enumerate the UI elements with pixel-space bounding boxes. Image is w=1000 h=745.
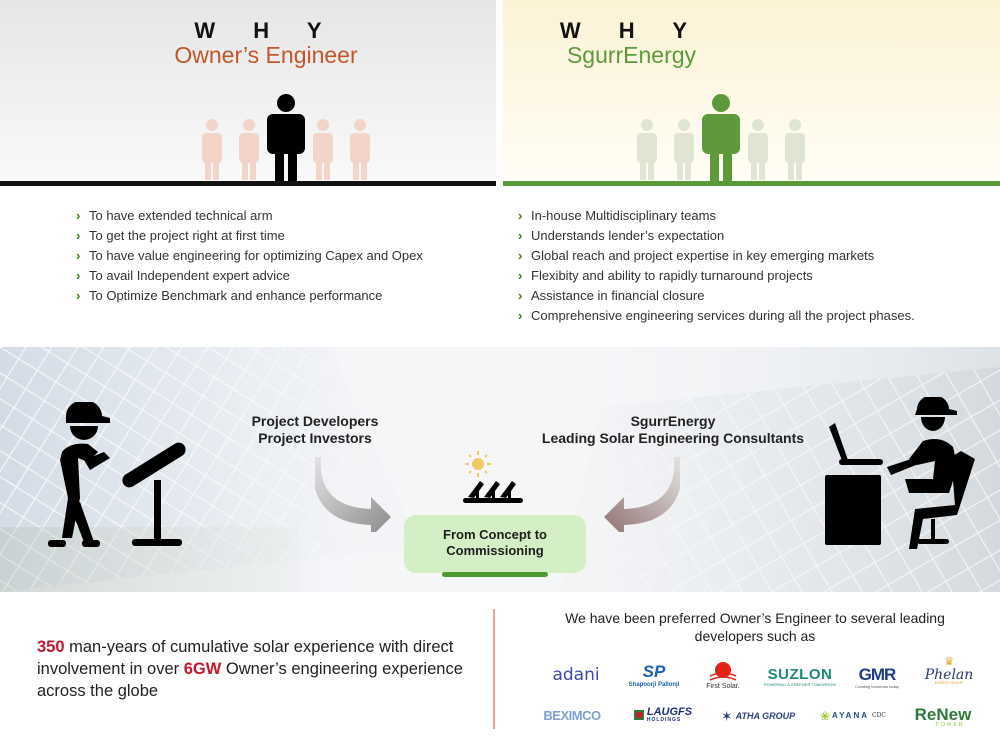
person-icon: [350, 119, 370, 180]
people-group-icon: [637, 94, 805, 182]
person-icon: [637, 119, 657, 180]
chevron-right-icon: ›: [76, 268, 81, 283]
person-icon: [785, 119, 805, 180]
highlighted-person-icon: [267, 94, 305, 182]
chevron-right-icon: ›: [518, 288, 523, 303]
sun-icon: [465, 451, 491, 477]
sgurrenergy-label: SgurrEnergy Leading Solar Engineering Co…: [541, 413, 805, 446]
man-years-value: 350: [37, 638, 65, 656]
divider-line: [0, 181, 496, 186]
owners-engineer-title: Owner’s Engineer: [174, 42, 358, 68]
chevron-right-icon: ›: [518, 308, 523, 323]
atha-group-logo: ✶ ATHA GROUP: [720, 708, 796, 724]
renew-power-logo: ReNew POWER: [914, 705, 972, 728]
first-solar-sun-icon: [709, 661, 737, 681]
phelan-logo: ♛ Phelan ENERGY GROUP: [924, 655, 974, 685]
vertical-divider: [493, 609, 495, 729]
list-item: ›To Optimize Benchmark and enhance perfo…: [76, 286, 423, 306]
solar-panel-array-icon: [463, 481, 523, 503]
list-item: ›Flexibity and ability to rapidly turnar…: [518, 266, 915, 286]
ayana-logo: ❀ AYANA CDC: [819, 709, 887, 723]
owners-engineer-reasons-list: ›To have extended technical arm ›To get …: [76, 206, 423, 306]
solar-workflow-band: Project Developers Project Investors Sgu…: [0, 347, 1000, 592]
beximco-logo: BEXIMCO: [543, 707, 601, 723]
person-icon: [674, 119, 694, 180]
list-item: ›Global reach and project expertise in k…: [518, 246, 915, 266]
developers-label: Project Developers Project Investors: [251, 413, 379, 446]
ayana-leaf-icon: ❀: [819, 709, 831, 723]
chevron-right-icon: ›: [76, 208, 81, 223]
list-item: ›Assistance in financial closure: [518, 286, 915, 306]
list-item: ›Understands lender’s expectation: [518, 226, 915, 246]
atha-star-icon: ✶: [720, 708, 733, 724]
first-solar-logo: First Solar.: [700, 656, 746, 694]
sgurrenergy-reasons-list: ›In-house Multidisciplinary teams ›Under…: [518, 206, 915, 326]
list-item: ›To avail Independent expert advice: [76, 266, 423, 286]
curved-arrow-left-icon: [604, 457, 680, 532]
suzlon-logo: SUZLON POWERING A GREENER TOMORROW: [763, 666, 837, 687]
laugfs-logo: LAUGFS HOLDINGS: [630, 705, 696, 725]
person-icon: [202, 119, 222, 180]
list-item: ›To get the project right at first time: [76, 226, 423, 246]
chevron-right-icon: ›: [518, 228, 523, 243]
accent-bar: [442, 572, 548, 577]
curved-arrow-right-icon: [315, 457, 391, 532]
list-item: ›Comprehensive engineering services duri…: [518, 306, 915, 326]
list-item: ›To have value engineering for optimizin…: [76, 246, 423, 266]
list-item: ›To have extended technical arm: [76, 206, 423, 226]
preferred-engineer-text: We have been preferred Owner’s Engineer …: [565, 610, 945, 644]
person-icon: [239, 119, 259, 180]
laugfs-emblem-icon: [633, 710, 644, 720]
gmr-logo: GMR Creating tomorrow today: [855, 664, 899, 689]
person-icon: [313, 119, 333, 180]
chevron-right-icon: ›: [518, 268, 523, 283]
phelan-crown-icon: ♛: [944, 655, 954, 668]
experience-statement: 350 man-years of cumulative solar experi…: [37, 638, 463, 700]
gigawatt-value: 6GW: [183, 660, 222, 678]
why-heading: W H Y: [194, 18, 338, 43]
field-engineer-icon: [48, 402, 186, 547]
people-group-icon: [202, 94, 370, 182]
concept-to-commissioning-box: From Concept to Commissioning: [404, 515, 586, 577]
shapoorji-pallonji-logo: SP Shapoorji Pallonji: [628, 661, 680, 688]
why-sgurrenergy-panel: W H Y SgurrEnergy: [503, 0, 1000, 186]
list-item: ›In-house Multidisciplinary teams: [518, 206, 915, 226]
highlighted-person-icon: [702, 94, 740, 182]
consultant-at-desk-icon: [825, 397, 975, 549]
chevron-right-icon: ›: [518, 248, 523, 263]
why-heading: W H Y: [559, 18, 704, 43]
chevron-right-icon: ›: [518, 208, 523, 223]
sgurrenergy-title: SgurrEnergy: [566, 42, 697, 68]
why-owners-engineer-panel: W H Y Owner’s Engineer: [0, 0, 496, 186]
chevron-right-icon: ›: [76, 248, 81, 263]
chevron-right-icon: ›: [76, 288, 81, 303]
adani-logo: adani: [552, 664, 600, 685]
chevron-right-icon: ›: [76, 228, 81, 243]
person-icon: [748, 119, 768, 180]
divider-line: [503, 181, 1000, 186]
